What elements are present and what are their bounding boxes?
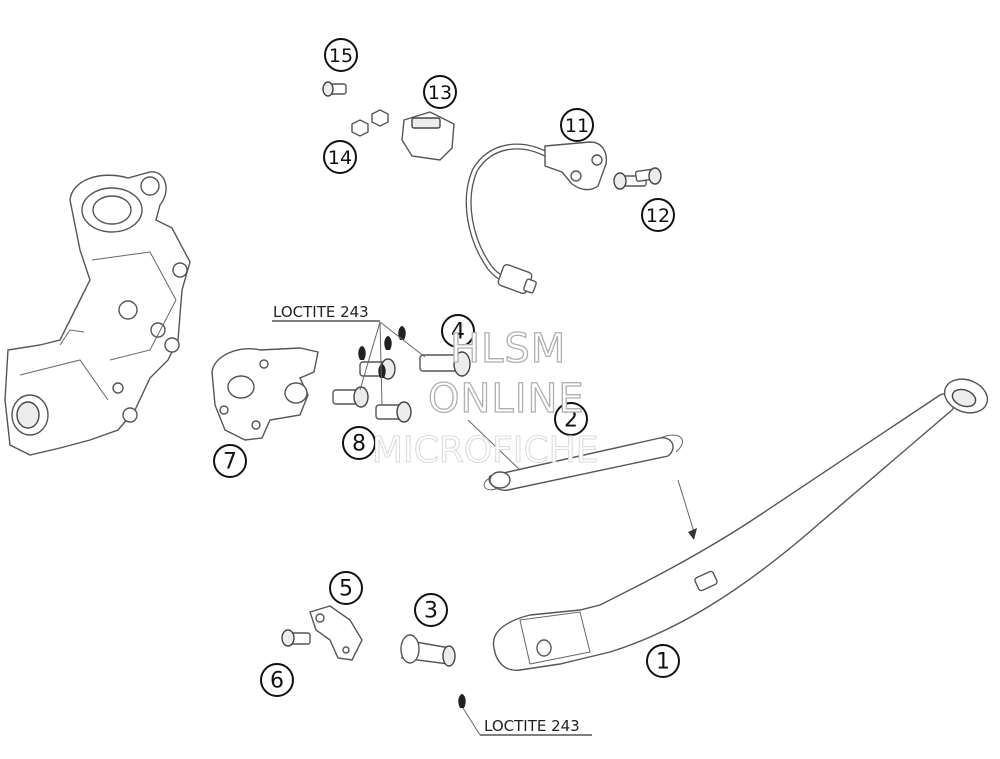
loctite-note-bottom: LOCTITE 243 bbox=[484, 717, 580, 735]
callout-5: 5 bbox=[329, 571, 363, 605]
callout-3: 3 bbox=[414, 593, 448, 627]
callout-6: 6 bbox=[260, 663, 294, 697]
callout-15-label: 15 bbox=[329, 45, 353, 67]
callout-4: 4 bbox=[441, 314, 475, 348]
part-3-bushing bbox=[400, 634, 592, 736]
part-7-plate bbox=[211, 347, 319, 441]
part-11-switch bbox=[465, 141, 608, 295]
callout-14-label: 14 bbox=[328, 147, 352, 169]
callout-11: 11 bbox=[560, 108, 594, 142]
watermark-line-3: MICROFICHE bbox=[372, 430, 598, 471]
callout-14: 14 bbox=[323, 140, 357, 174]
callout-15: 15 bbox=[324, 38, 358, 72]
callout-7: 7 bbox=[213, 444, 247, 478]
callout-7-label: 7 bbox=[223, 450, 237, 475]
callout-2: 2 bbox=[554, 402, 588, 436]
part-13-sensor bbox=[401, 111, 455, 161]
watermark-line-2: ONLINE bbox=[428, 376, 585, 422]
callout-2-label: 2 bbox=[564, 408, 578, 433]
callout-4-label: 4 bbox=[451, 320, 465, 345]
callout-13-label: 13 bbox=[428, 82, 452, 104]
callout-13: 13 bbox=[423, 75, 457, 109]
watermark-line-1: HLSM bbox=[450, 326, 566, 372]
part-2-spring bbox=[467, 419, 683, 491]
part-15-screw bbox=[322, 81, 347, 97]
loctite-drops-top bbox=[272, 320, 426, 406]
callout-3-label: 3 bbox=[424, 599, 438, 624]
callout-5-label: 5 bbox=[339, 577, 353, 602]
part-1-sidestand bbox=[492, 378, 989, 671]
callout-1-label: 1 bbox=[656, 650, 670, 675]
part-6-screw bbox=[281, 629, 311, 647]
callout-1: 1 bbox=[646, 644, 680, 678]
frame-bracket bbox=[4, 171, 191, 456]
part-8-screws bbox=[332, 358, 412, 423]
callout-8-label: 8 bbox=[352, 432, 366, 457]
callout-11-label: 11 bbox=[565, 115, 589, 137]
part-14-nuts bbox=[351, 109, 389, 137]
part-12-screws bbox=[613, 167, 662, 190]
part-4-pin bbox=[419, 351, 471, 377]
callout-12-label: 12 bbox=[646, 205, 670, 227]
callout-8: 8 bbox=[342, 426, 376, 460]
loctite-note-top: LOCTITE 243 bbox=[273, 303, 369, 321]
part-5-bracket bbox=[309, 605, 363, 661]
callout-12: 12 bbox=[641, 198, 675, 232]
callout-6-label: 6 bbox=[270, 669, 284, 694]
